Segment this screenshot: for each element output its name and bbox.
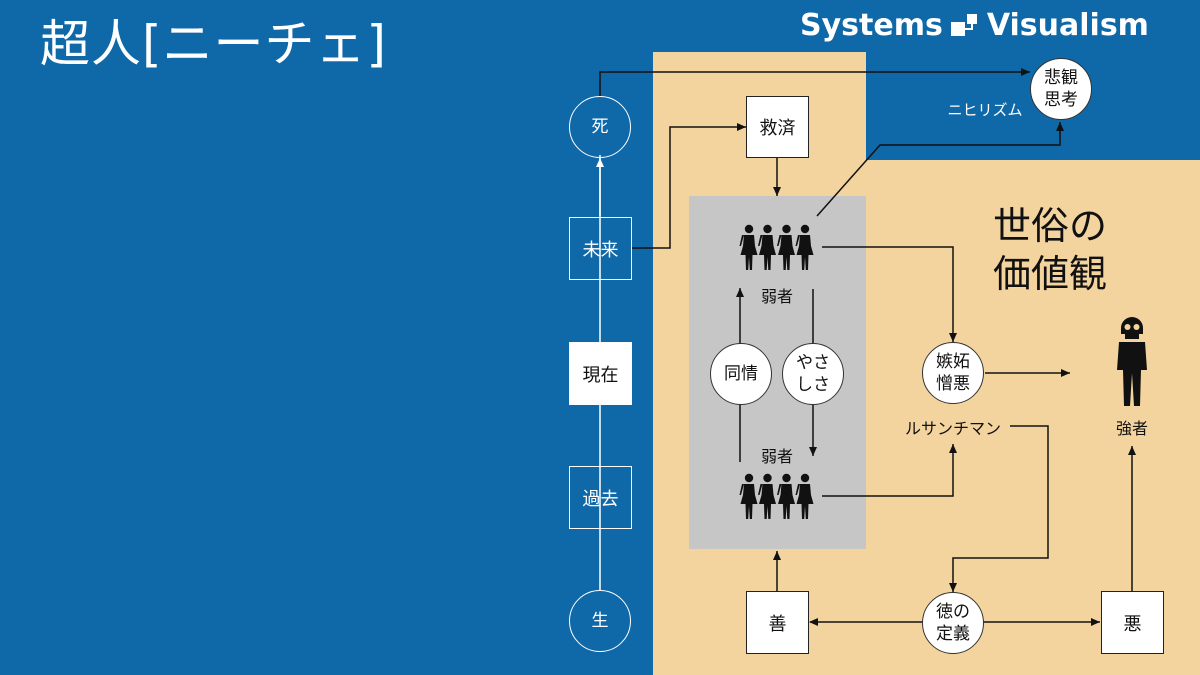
skeleton-figure-icon [1117, 317, 1147, 406]
death-to-pessimism-arrow [599, 68, 1030, 96]
sympathy-node: 同情 [710, 343, 772, 405]
strong-label: 強者 [1115, 419, 1149, 438]
kindness-node: やさ しさ [782, 343, 844, 405]
page-title: 超人[ニーチェ] [40, 15, 388, 73]
nihilism-label: ニヒリズム [947, 101, 1023, 119]
brand-name-right: Visualism [986, 8, 1149, 43]
ressentiment-to-virtue-arrow [949, 425, 1049, 592]
weak-to-pessimism-arrow [816, 122, 1064, 217]
salvation-node: 救済 [746, 96, 809, 158]
brand-name-left: Systems [800, 8, 943, 43]
future-node: 未来 [569, 217, 632, 280]
weak-to-envy-arrow [822, 246, 957, 342]
past-node: 過去 [569, 466, 632, 529]
birth-node: 生 [569, 590, 631, 652]
present-node: 現在 [569, 342, 632, 405]
good-node: 善 [746, 591, 809, 654]
future-to-salvation-arrow [632, 123, 746, 249]
systems-visualism-logo-icon [950, 14, 977, 36]
virtue-definition-node: 徳の 定義 [922, 592, 984, 654]
weak-bottom-label: 弱者 [760, 447, 794, 466]
secular-values-label: 世俗の 価値観 [993, 204, 1108, 296]
death-node: 死 [569, 96, 631, 158]
weak-bottom-to-envy-arrow [822, 444, 957, 497]
evil-node: 悪 [1101, 591, 1164, 654]
weak-top-label: 弱者 [760, 287, 794, 306]
envy-node: 嫉妬 憎悪 [922, 342, 984, 404]
ressentiment-label: ルサンチマン [904, 419, 1002, 438]
pessimism-node: 悲観 思考 [1030, 58, 1092, 120]
brand-logo: Systems Visualism [800, 6, 1149, 46]
